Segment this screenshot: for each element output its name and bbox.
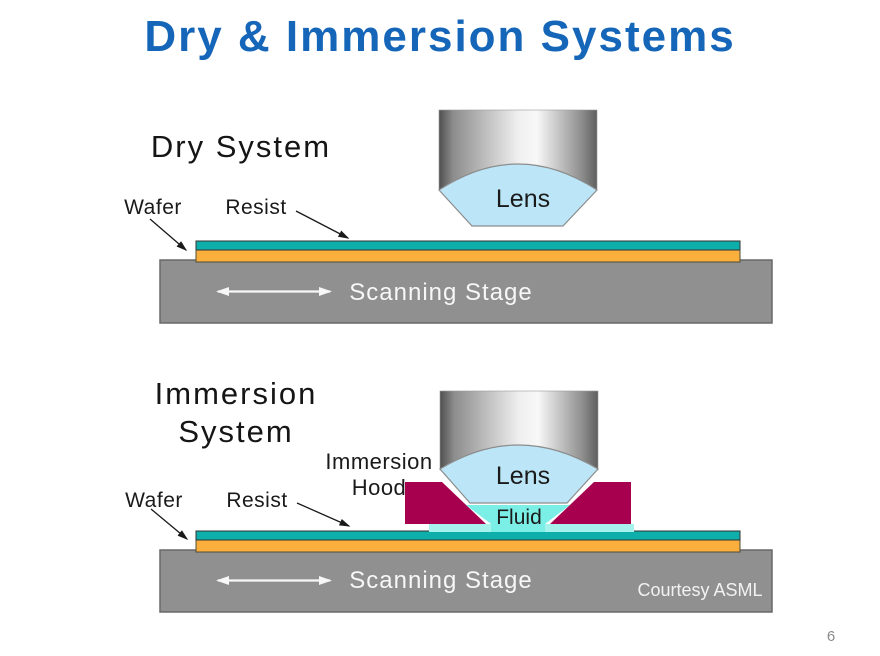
immersion-hood-label: Immersion Hood xyxy=(325,449,432,501)
immersion-wafer-layer xyxy=(195,539,741,553)
dry-system-heading: Dry System xyxy=(150,129,332,164)
dry-lens-element xyxy=(438,163,598,227)
immersion-resist-pointer-arrow-icon xyxy=(296,502,351,527)
dry-resist-label: Resist xyxy=(225,196,287,219)
immersion-hood-right xyxy=(550,482,631,524)
immersion-lens-element xyxy=(439,444,599,504)
immersion-hood-label-line2: Hood xyxy=(351,475,407,500)
immersion-hood-label-line1: Immersion xyxy=(325,449,433,474)
dry-wafer-label: Wafer xyxy=(124,196,182,219)
dry-lens-label: Lens xyxy=(495,185,551,213)
immersion-system-heading: Immersion System xyxy=(155,375,318,451)
immersion-resist-label: Resist xyxy=(226,489,288,512)
immersion-wafer-label: Wafer xyxy=(125,489,183,512)
dry-wafer-layer xyxy=(195,249,741,263)
page-number: 6 xyxy=(826,628,836,645)
dry-wafer-pointer-arrow-icon xyxy=(149,218,188,251)
immersion-heading-line1: Immersion xyxy=(154,376,318,411)
slide-title: Dry & Immersion Systems xyxy=(144,12,736,61)
fluid-contact-patch xyxy=(491,524,545,532)
immersion-hood-left xyxy=(405,482,486,524)
courtesy-credit: Courtesy ASML xyxy=(637,580,763,600)
fluid-label: Fluid xyxy=(496,506,542,529)
dry-resist-layer xyxy=(195,240,741,251)
immersion-resist-layer xyxy=(195,530,741,541)
immersion-wafer-pointer-arrow-icon xyxy=(150,508,189,540)
immersion-heading-line2: System xyxy=(178,414,294,449)
immersion-scanning-stage-label: Scanning Stage xyxy=(349,567,533,594)
fluid-meniscus xyxy=(466,505,570,524)
dry-scanning-stage-label: Scanning Stage xyxy=(349,279,533,306)
dry-resist-pointer-arrow-icon xyxy=(295,210,350,239)
immersion-lens-label: Lens xyxy=(495,462,551,490)
